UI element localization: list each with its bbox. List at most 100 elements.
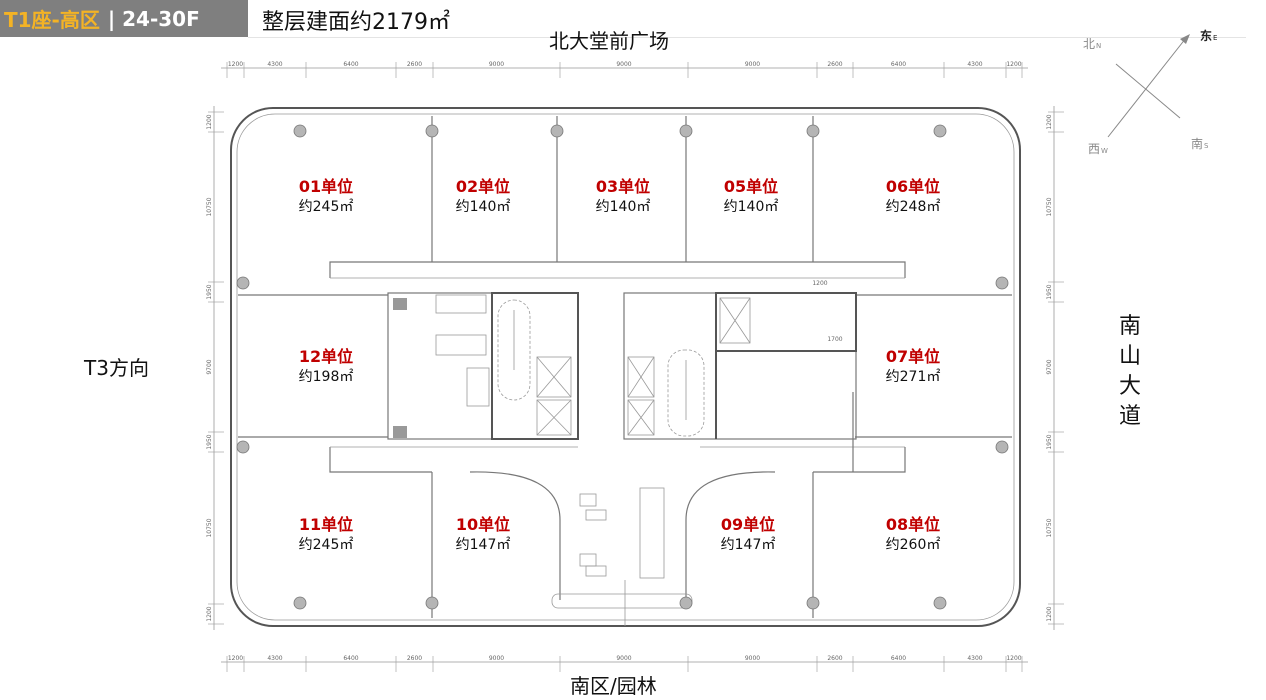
east-label-char: 道	[1118, 404, 1141, 429]
unit-name: 06单位	[886, 177, 940, 196]
dimension-label: 2600	[407, 61, 422, 68]
column	[679, 596, 693, 610]
compass-east: 东	[1200, 28, 1212, 43]
compass: 北 N 东 E 南 S 西 W	[1083, 28, 1217, 156]
dimension-label: 1950	[1046, 434, 1053, 449]
building-shell	[230, 107, 1021, 627]
dimension-label: 9700	[1046, 359, 1053, 374]
units: 01单位约245㎡02单位约140㎡03单位约140㎡05单位约140㎡06单位…	[299, 177, 941, 553]
column	[679, 124, 693, 138]
dimension-label: 9000	[489, 61, 504, 68]
compass-north: 北	[1083, 37, 1095, 51]
dimension-label: 4300	[267, 61, 282, 68]
east-label-char: 大	[1118, 374, 1141, 399]
compass-west: 西	[1088, 142, 1100, 156]
dimension-label: 9700	[206, 359, 213, 374]
unit-area: 约140㎡	[724, 199, 779, 215]
column	[933, 124, 947, 138]
right-core: 1700 1200	[623, 280, 857, 440]
column	[806, 124, 820, 138]
column	[293, 124, 307, 138]
dimension-label: 1200	[1046, 606, 1053, 621]
header-divider	[248, 37, 1246, 38]
dimension-label: 1200	[1006, 61, 1021, 68]
unit-name: 10单位	[456, 515, 510, 534]
dimension-label: 10750	[206, 518, 213, 537]
dimension-label: 6400	[343, 61, 358, 68]
column	[550, 124, 564, 138]
unit-name: 12单位	[299, 347, 353, 366]
north-label: 北大堂前广场	[549, 29, 669, 53]
column	[425, 596, 439, 610]
south-label: 南区/园林	[570, 674, 657, 698]
dimension-label: 9000	[616, 655, 631, 662]
dimension-label: 9000	[616, 61, 631, 68]
dimension-label: 6400	[891, 655, 906, 662]
unit-area: 约140㎡	[596, 199, 651, 215]
unit-name: 08单位	[886, 515, 940, 534]
column	[933, 596, 947, 610]
building-shell-inner	[236, 113, 1015, 621]
dimension-label: 1950	[1046, 284, 1053, 299]
column	[995, 440, 1009, 454]
dimension-label: 1200	[206, 606, 213, 621]
unit-area: 约147㎡	[721, 537, 776, 553]
partitions	[238, 116, 1012, 626]
dimension-label: 1200	[1046, 114, 1053, 129]
east-label: 南 山 大 道	[1117, 312, 1143, 432]
total-area: 整层建面约2179㎡	[262, 10, 450, 35]
dimension-label: 1200	[1006, 655, 1021, 662]
dimension-label: 1950	[206, 434, 213, 449]
dimension-label: 10750	[206, 197, 213, 216]
dimension-label: 4300	[967, 61, 982, 68]
unit-name: 11单位	[299, 515, 353, 534]
core-dimension: 1700	[827, 336, 842, 343]
compass-east-en: E	[1213, 34, 1217, 42]
dimension-label: 1200	[228, 655, 243, 662]
dimension-label: 4300	[267, 655, 282, 662]
dimension-label: 9000	[489, 655, 504, 662]
lobby-furniture	[551, 493, 693, 609]
compass-north-en: N	[1096, 42, 1101, 50]
header-banner: T1座-高区 | 24-30F	[0, 0, 248, 37]
column	[236, 276, 250, 290]
unit-name: 09单位	[721, 515, 775, 534]
dimension-label: 10750	[1046, 518, 1053, 537]
unit-area: 约147㎡	[456, 537, 511, 553]
compass-south: 南	[1191, 136, 1203, 151]
dimension-label: 9000	[745, 655, 760, 662]
compass-west-en: W	[1101, 147, 1108, 155]
dimension-label: 10750	[1046, 197, 1053, 216]
core-dimension: 1200	[812, 280, 827, 287]
unit-area: 约140㎡	[456, 199, 511, 215]
dimension-label: 6400	[343, 655, 358, 662]
compass-arrow-icon	[1180, 34, 1190, 44]
unit-area: 约245㎡	[299, 199, 354, 215]
dimension-label: 1200	[206, 114, 213, 129]
unit-area: 约245㎡	[299, 537, 354, 553]
unit-area: 约260㎡	[886, 537, 941, 553]
unit-name: 03单位	[596, 177, 650, 196]
dimension-label: 9000	[745, 61, 760, 68]
east-label-char: 南	[1118, 314, 1141, 339]
columns	[236, 124, 1009, 610]
column	[293, 596, 307, 610]
unit-area: 约248㎡	[886, 199, 941, 215]
unit-area: 约271㎡	[886, 369, 941, 385]
dimension-label: 2600	[407, 655, 422, 662]
column	[995, 276, 1009, 290]
dimension-label: 6400	[891, 61, 906, 68]
unit-name: 01单位	[299, 177, 353, 196]
